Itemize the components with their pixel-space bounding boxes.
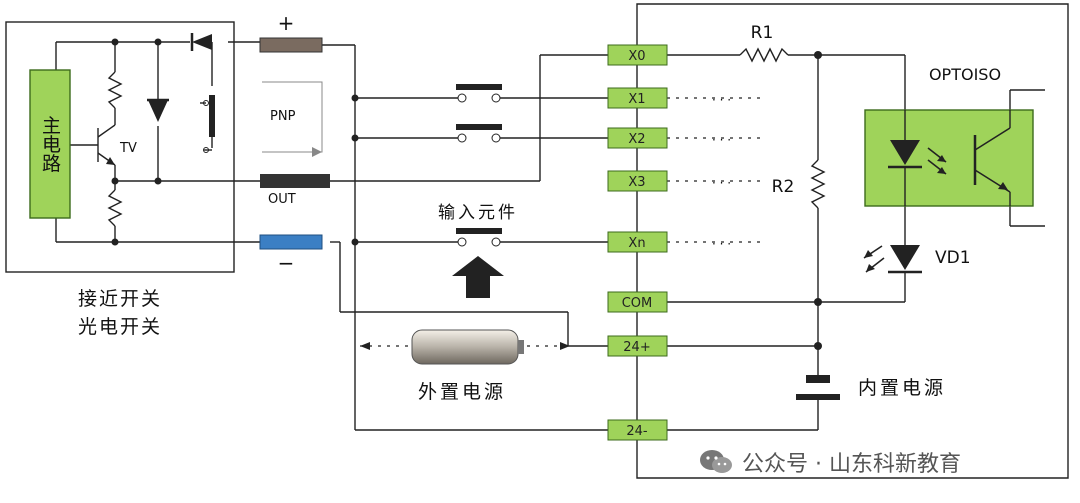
minus-wire-terminal <box>259 234 323 250</box>
terminal-com: COM <box>607 291 668 313</box>
zener-diode-icon <box>148 100 168 122</box>
svg-text:X3: X3 <box>628 175 645 190</box>
terminal-x0: X0 <box>607 44 668 66</box>
led-indicator-icon <box>203 95 215 153</box>
minus-label: − <box>278 251 295 275</box>
pnp-label: PNP <box>270 109 296 124</box>
svg-text:Xn: Xn <box>628 236 645 251</box>
main-circuit-label: 主电路 <box>39 115 61 172</box>
optocoupler <box>864 109 1034 207</box>
external-supply-label: 外置电源 <box>418 381 506 403</box>
r2-label: R2 <box>772 177 795 197</box>
plc-box <box>636 3 1069 479</box>
vd1-label: VD1 <box>935 248 971 268</box>
arrow-right-icon <box>560 342 570 350</box>
switch-x1 <box>456 84 502 103</box>
battery-icon <box>411 329 524 365</box>
terminal-24plus: 24+ <box>607 335 668 357</box>
optoiso-label: OPTOISO <box>929 65 1001 84</box>
sensor-caption-2: 光电开关 <box>78 316 162 338</box>
switch-x2 <box>456 124 502 143</box>
svg-text:24+: 24+ <box>623 340 650 355</box>
input-element-label: 输入元件 <box>438 203 518 223</box>
wechat-icon <box>698 448 734 476</box>
transistor-label: TV <box>119 141 137 156</box>
plus-label: + <box>278 11 295 35</box>
arrow-left-icon <box>360 342 370 350</box>
out-wire-terminal <box>260 174 330 188</box>
terminal-x2: X2 <box>607 127 668 149</box>
dots-x2: · · · <box>712 133 731 147</box>
svg-text:X0: X0 <box>628 49 645 64</box>
terminal-xn: Xn <box>607 231 668 253</box>
plus-wire-terminal <box>259 37 323 53</box>
junction-dots <box>111 38 822 350</box>
watermark: 公众号 · 山东科新教育 <box>698 446 961 478</box>
terminal-x3: X3 <box>607 170 668 192</box>
internal-supply-label: 内置电源 <box>858 377 946 399</box>
vd1-led-icon <box>863 245 922 274</box>
dotted-leads <box>360 97 760 347</box>
svg-text:24-: 24- <box>626 424 648 439</box>
terminal-x1: X1 <box>607 87 668 109</box>
transistor-arrow-icon <box>106 157 115 165</box>
r1-label: R1 <box>751 23 774 43</box>
press-arrow-icon <box>452 256 504 298</box>
terminal-24minus: 24- <box>607 419 668 441</box>
internal-battery-icon <box>796 375 840 400</box>
svg-text:COM: COM <box>622 296 653 311</box>
out-label: OUT <box>268 192 296 207</box>
dots-x3: · · · <box>712 176 731 190</box>
diode-icon <box>192 34 212 50</box>
dots-xn: · · · <box>712 237 731 251</box>
sensor-box <box>5 21 235 273</box>
main-circuit-block <box>29 69 71 219</box>
dots-x1: · · · <box>712 93 731 107</box>
switch-xn <box>456 228 502 247</box>
svg-text:X1: X1 <box>628 92 645 107</box>
watermark-text: 公众号 · 山东科新教育 <box>742 452 961 477</box>
wires <box>5 3 1069 479</box>
svg-text:X2: X2 <box>628 132 645 147</box>
pnp-arrow-icon <box>312 147 322 157</box>
sensor-caption-1: 接近开关 <box>78 288 162 310</box>
